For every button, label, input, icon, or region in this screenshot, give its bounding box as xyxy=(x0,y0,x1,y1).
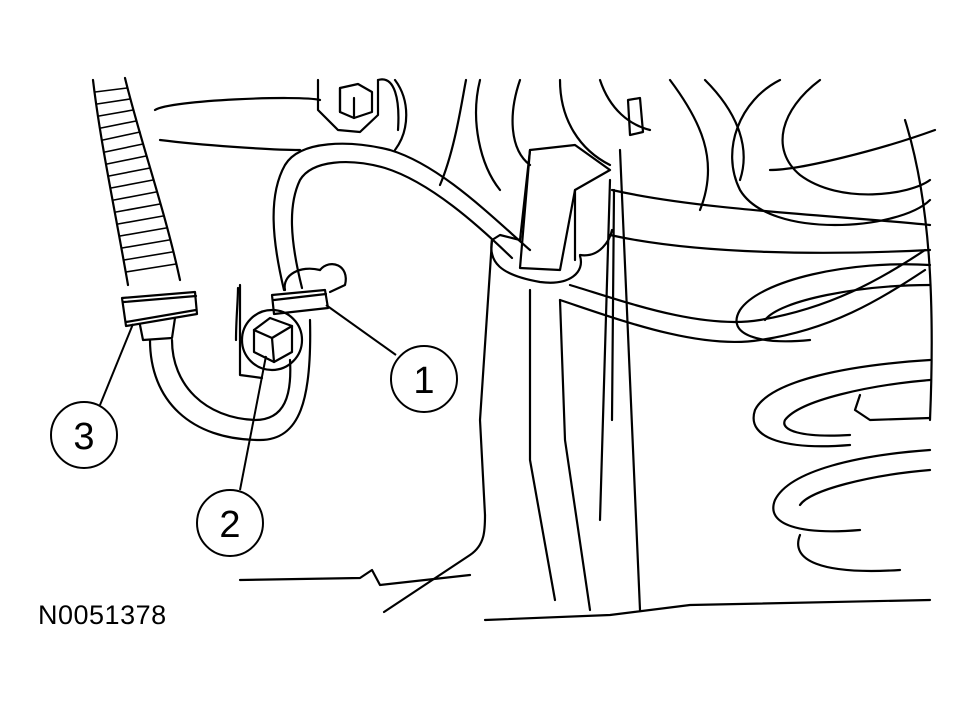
figure-id: N0051378 xyxy=(38,600,167,630)
callout-2-label: 2 xyxy=(219,504,240,546)
coil-spring xyxy=(731,78,937,572)
upper-bracket xyxy=(316,78,400,134)
upper-pipe xyxy=(578,188,932,257)
bolt xyxy=(240,308,304,372)
callout-3: 3 xyxy=(50,323,134,469)
retainer xyxy=(490,143,612,284)
callout-2: 2 xyxy=(196,355,267,557)
hose xyxy=(148,318,312,442)
callout-1: 1 xyxy=(325,304,458,413)
hose-clamp xyxy=(120,290,199,342)
metal-line xyxy=(272,142,927,344)
upper-right-tubes xyxy=(474,78,745,212)
callout-3-label: 3 xyxy=(73,416,94,458)
frame-outline xyxy=(153,78,932,622)
corrugated-hose xyxy=(91,76,182,287)
line-clip xyxy=(270,263,347,316)
callout-1-label: 1 xyxy=(413,360,434,402)
